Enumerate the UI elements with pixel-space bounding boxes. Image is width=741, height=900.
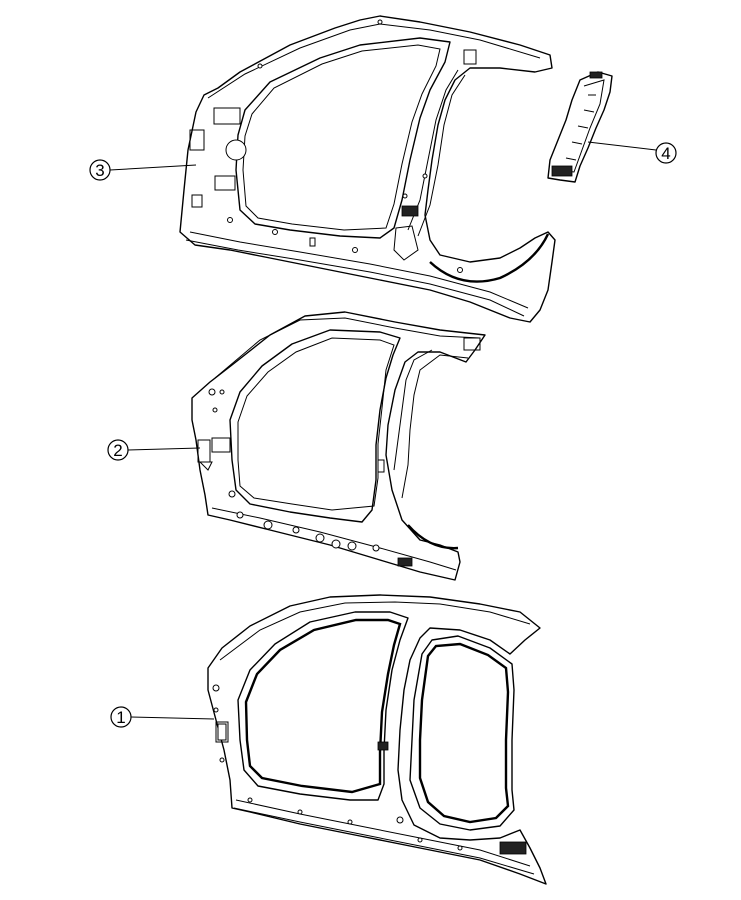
callout-3-label: 3: [95, 161, 104, 180]
callout-1: 1: [110, 706, 215, 728]
callout-1-label: 1: [116, 708, 125, 727]
callout-4: 4: [587, 141, 677, 164]
part-1-outer-aperture: [207, 594, 547, 885]
part-4-pillar-reinforcement: [547, 71, 613, 183]
callout-2-label: 2: [113, 441, 122, 460]
part-3-inner-panel: [179, 15, 556, 323]
callout-3: 3: [89, 159, 197, 181]
part-2-reinforcement-panel: [191, 311, 486, 581]
callout-2: 2: [107, 439, 201, 461]
callout-4-label: 4: [661, 144, 670, 163]
